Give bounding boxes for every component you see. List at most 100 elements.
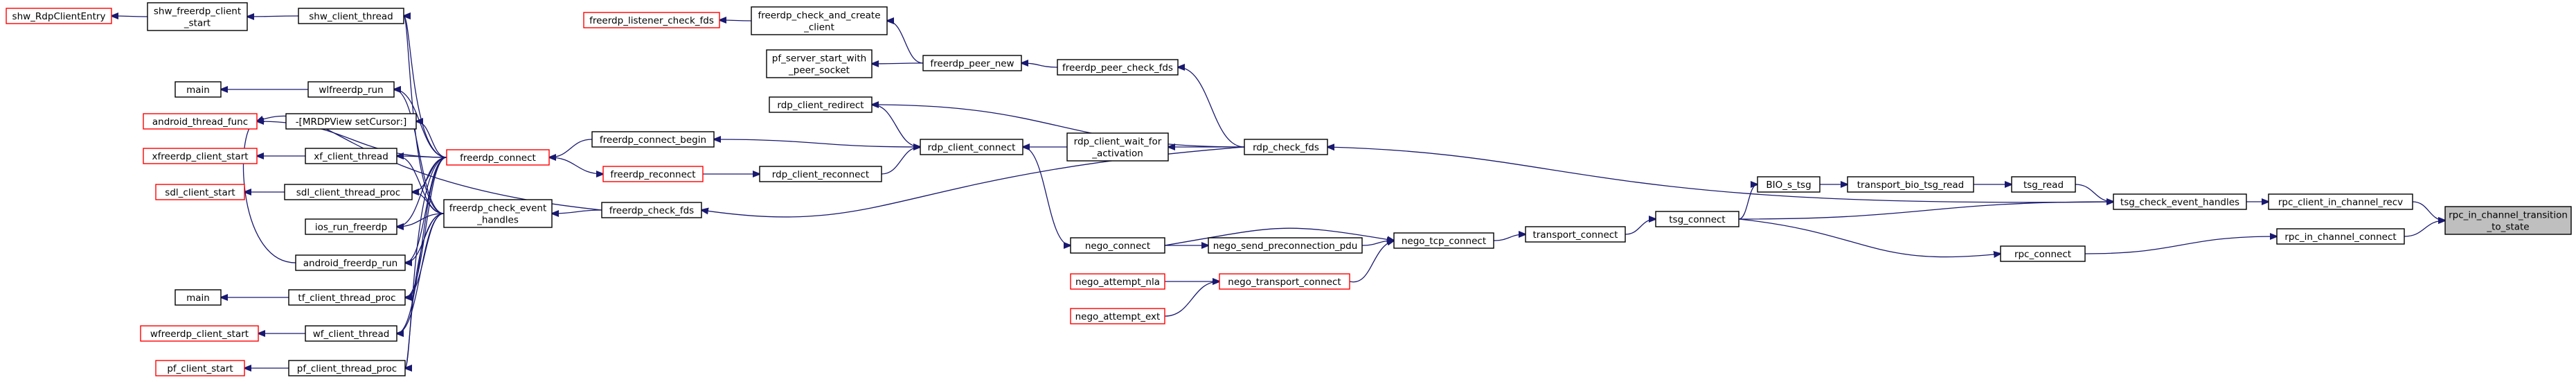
- node-mrdpview-setcursor[interactable]: -[MRDPView setCursor:]: [285, 113, 417, 130]
- call-edge-nego-transport-connect-to-nego-attempt-ext: [1164, 281, 1219, 317]
- node-freerdp-listener-check-fds[interactable]: freerdp_listener_check_fds: [583, 12, 720, 28]
- node-label: rpc_in_channel_transition: [2449, 210, 2568, 221]
- node-box: [1847, 176, 1974, 193]
- call-edge-nego-tcp-connect-to-nego-transport-connect: [1349, 241, 1394, 283]
- node-tsg-read[interactable]: tsg_read: [2011, 176, 2076, 193]
- node-label: wfreerdp_client_start: [150, 329, 249, 340]
- node-freerdp-connect[interactable]: freerdp_connect: [446, 149, 550, 166]
- node-label: _activation: [1091, 148, 1143, 159]
- node-freerdp-check-and-create-client[interactable]: freerdp_check_and_create_client: [751, 6, 888, 35]
- node-label: rdp_client_wait_for: [1074, 137, 1162, 148]
- node-main[interactable]: main: [175, 289, 222, 306]
- node-xfreerdp-client-start[interactable]: xfreerdp_client_start: [143, 148, 258, 164]
- node-nego-transport-connect[interactable]: nego_transport_connect: [1219, 273, 1350, 290]
- node-rpc-client-in-channel-recv[interactable]: rpc_client_in_channel_recv: [2268, 193, 2413, 210]
- node-box: [583, 12, 720, 28]
- node-label: nego_attempt_ext: [1075, 311, 1161, 322]
- node-box: [1525, 226, 1626, 243]
- node-ios-run-freerdp[interactable]: ios_run_freerdp: [305, 218, 397, 235]
- node-shw-client-thread[interactable]: shw_client_thread: [298, 8, 404, 24]
- node-freerdp-check-event-handles[interactable]: freerdp_check_event_handles: [443, 199, 553, 228]
- node-box: [601, 202, 702, 218]
- node-freerdp-connect-begin[interactable]: freerdp_connect_begin: [591, 131, 715, 148]
- node-sdl-client-start[interactable]: sdl_client_start: [155, 184, 245, 200]
- call-edge-nego-tcp-connect-to-nego-send-preconnection-pdu: [1361, 241, 1394, 246]
- node-label: xf_client_thread: [314, 151, 388, 162]
- node-label: freerdp_check_and_create: [758, 10, 880, 21]
- node-main[interactable]: main: [175, 81, 222, 98]
- node-box: [295, 254, 406, 271]
- node-tsg-check-event-handles[interactable]: tsg_check_event_handles: [2113, 193, 2247, 210]
- node-rdp-check-fds[interactable]: rdp_check_fds: [1244, 139, 1328, 155]
- node-label: wlfreerdp_run: [319, 85, 383, 96]
- node-freerdp-check-fds[interactable]: freerdp_check_fds: [601, 202, 702, 218]
- node-box: [1057, 59, 1179, 76]
- call-edge-tf-client-thread-proc-to-freerdp-connect: [405, 157, 447, 297]
- node-nego-send-preconnection-pdu[interactable]: nego_send_preconnection_pdu: [1208, 237, 1363, 254]
- node-nego-attempt-nla[interactable]: nego_attempt_nla: [1070, 273, 1165, 290]
- node-pf-server-start-with-peer-socket[interactable]: pf_server_start_with_peer_socket: [766, 49, 873, 78]
- node-shw-rdpcliententry[interactable]: shw_RdpClientEntry: [6, 8, 112, 24]
- node-bio-s-tsg[interactable]: BIO_s_tsg: [1757, 176, 1821, 193]
- node-sdl-client-thread-proc[interactable]: sdl_client_thread_proc: [284, 184, 413, 200]
- node-wfreerdp-client-start[interactable]: wfreerdp_client_start: [140, 325, 259, 342]
- call-edge-tsg-check-event-handles-to-tsg-connect: [1738, 202, 2113, 220]
- node-pf-client-start[interactable]: pf_client_start: [155, 360, 245, 376]
- node-rdp-client-reconnect[interactable]: rdp_client_reconnect: [759, 166, 882, 182]
- node-label: _handles: [476, 215, 519, 226]
- call-edge-tsg-check-event-handles-to-tsg-read: [2075, 184, 2113, 202]
- node-pf-client-thread-proc[interactable]: pf_client_thread_proc: [288, 360, 406, 376]
- node-box: [285, 113, 417, 130]
- node-box: [1757, 176, 1821, 193]
- node-transport-bio-tsg-read[interactable]: transport_bio_tsg_read: [1847, 176, 1974, 193]
- node-box: [920, 139, 1023, 155]
- node-freerdp-peer-new[interactable]: freerdp_peer_new: [922, 55, 1022, 71]
- node-box: [2444, 206, 2572, 235]
- call-edge-mrdpview-to-freerdp-connect: [416, 121, 447, 158]
- call-edge-sdl-client-thread-proc-to-freerdp-connect: [412, 157, 447, 192]
- node-nego-tcp-connect[interactable]: nego_tcp_connect: [1393, 232, 1494, 249]
- node-box: [307, 81, 395, 98]
- node-tf-client-thread-proc[interactable]: tf_client_thread_proc: [288, 289, 406, 306]
- node-freerdp-peer-check-fds[interactable]: freerdp_peer_check_fds: [1057, 59, 1179, 76]
- node-box: [2268, 193, 2413, 210]
- call-edge-nego-tcp-connect-to-nego-connect: [1164, 227, 1394, 246]
- node-android-thread-func[interactable]: android_thread_func: [143, 113, 258, 130]
- call-edge-rpc-connect-to-tsg-connect: [1738, 218, 2001, 257]
- node-rpc-in-channel-connect[interactable]: rpc_in_channel_connect: [2276, 228, 2405, 245]
- node-label: _start: [184, 18, 211, 29]
- node-label: freerdp_reconnect: [610, 169, 695, 180]
- node-rpc-connect[interactable]: rpc_connect: [2000, 245, 2086, 262]
- node-nego-attempt-ext[interactable]: nego_attempt_ext: [1070, 308, 1165, 324]
- node-shw-freerdp-client-start[interactable]: shw_freerdp_client_start: [147, 2, 248, 31]
- node-box: [446, 149, 550, 166]
- node-box: [766, 49, 873, 78]
- node-freerdp-reconnect[interactable]: freerdp_reconnect: [602, 166, 704, 182]
- node-box: [1070, 273, 1165, 290]
- node-box: [2113, 193, 2247, 210]
- node-rdp-client-redirect[interactable]: rdp_client_redirect: [769, 96, 873, 113]
- node-tsg-connect[interactable]: tsg_connect: [1655, 211, 1739, 227]
- node-label: tsg_connect: [1669, 214, 1725, 225]
- node-rdp-client-wait-for-activation[interactable]: rdp_client_wait_for_activation: [1066, 132, 1169, 162]
- node-xf-client-thread[interactable]: xf_client_thread: [305, 148, 397, 164]
- node-label: sdl_client_thread_proc: [296, 187, 400, 198]
- node-box: [1208, 237, 1363, 254]
- node-box: [922, 55, 1022, 71]
- node-wf-client-thread[interactable]: wf_client_thread: [305, 325, 397, 342]
- node-label: rdp_client_reconnect: [772, 169, 869, 180]
- call-edge-pf-server-start-with-peer-socket-to-freerdp-peer-new: [872, 63, 924, 64]
- node-android-freerdp-run[interactable]: android_freerdp_run: [295, 254, 406, 271]
- node-box: [147, 2, 248, 31]
- node-label: nego_tcp_connect: [1402, 236, 1486, 247]
- node-label: nego_send_preconnection_pdu: [1213, 241, 1358, 252]
- node-box: [759, 166, 882, 182]
- node-nego-connect[interactable]: nego_connect: [1070, 237, 1165, 254]
- call-edge-freerdp-peer-new-to-freerdp-peer-check-fds: [1021, 63, 1058, 68]
- node-label: android_thread_func: [152, 116, 248, 128]
- node-rdp-client-connect[interactable]: rdp_client_connect: [920, 139, 1023, 155]
- call-edge-rdp-client-connect-to-rdp-client-redirect: [871, 104, 920, 147]
- node-transport-connect[interactable]: transport_connect: [1525, 226, 1626, 243]
- node-box: [298, 8, 404, 24]
- node-wlfreerdp-run[interactable]: wlfreerdp_run: [307, 81, 395, 98]
